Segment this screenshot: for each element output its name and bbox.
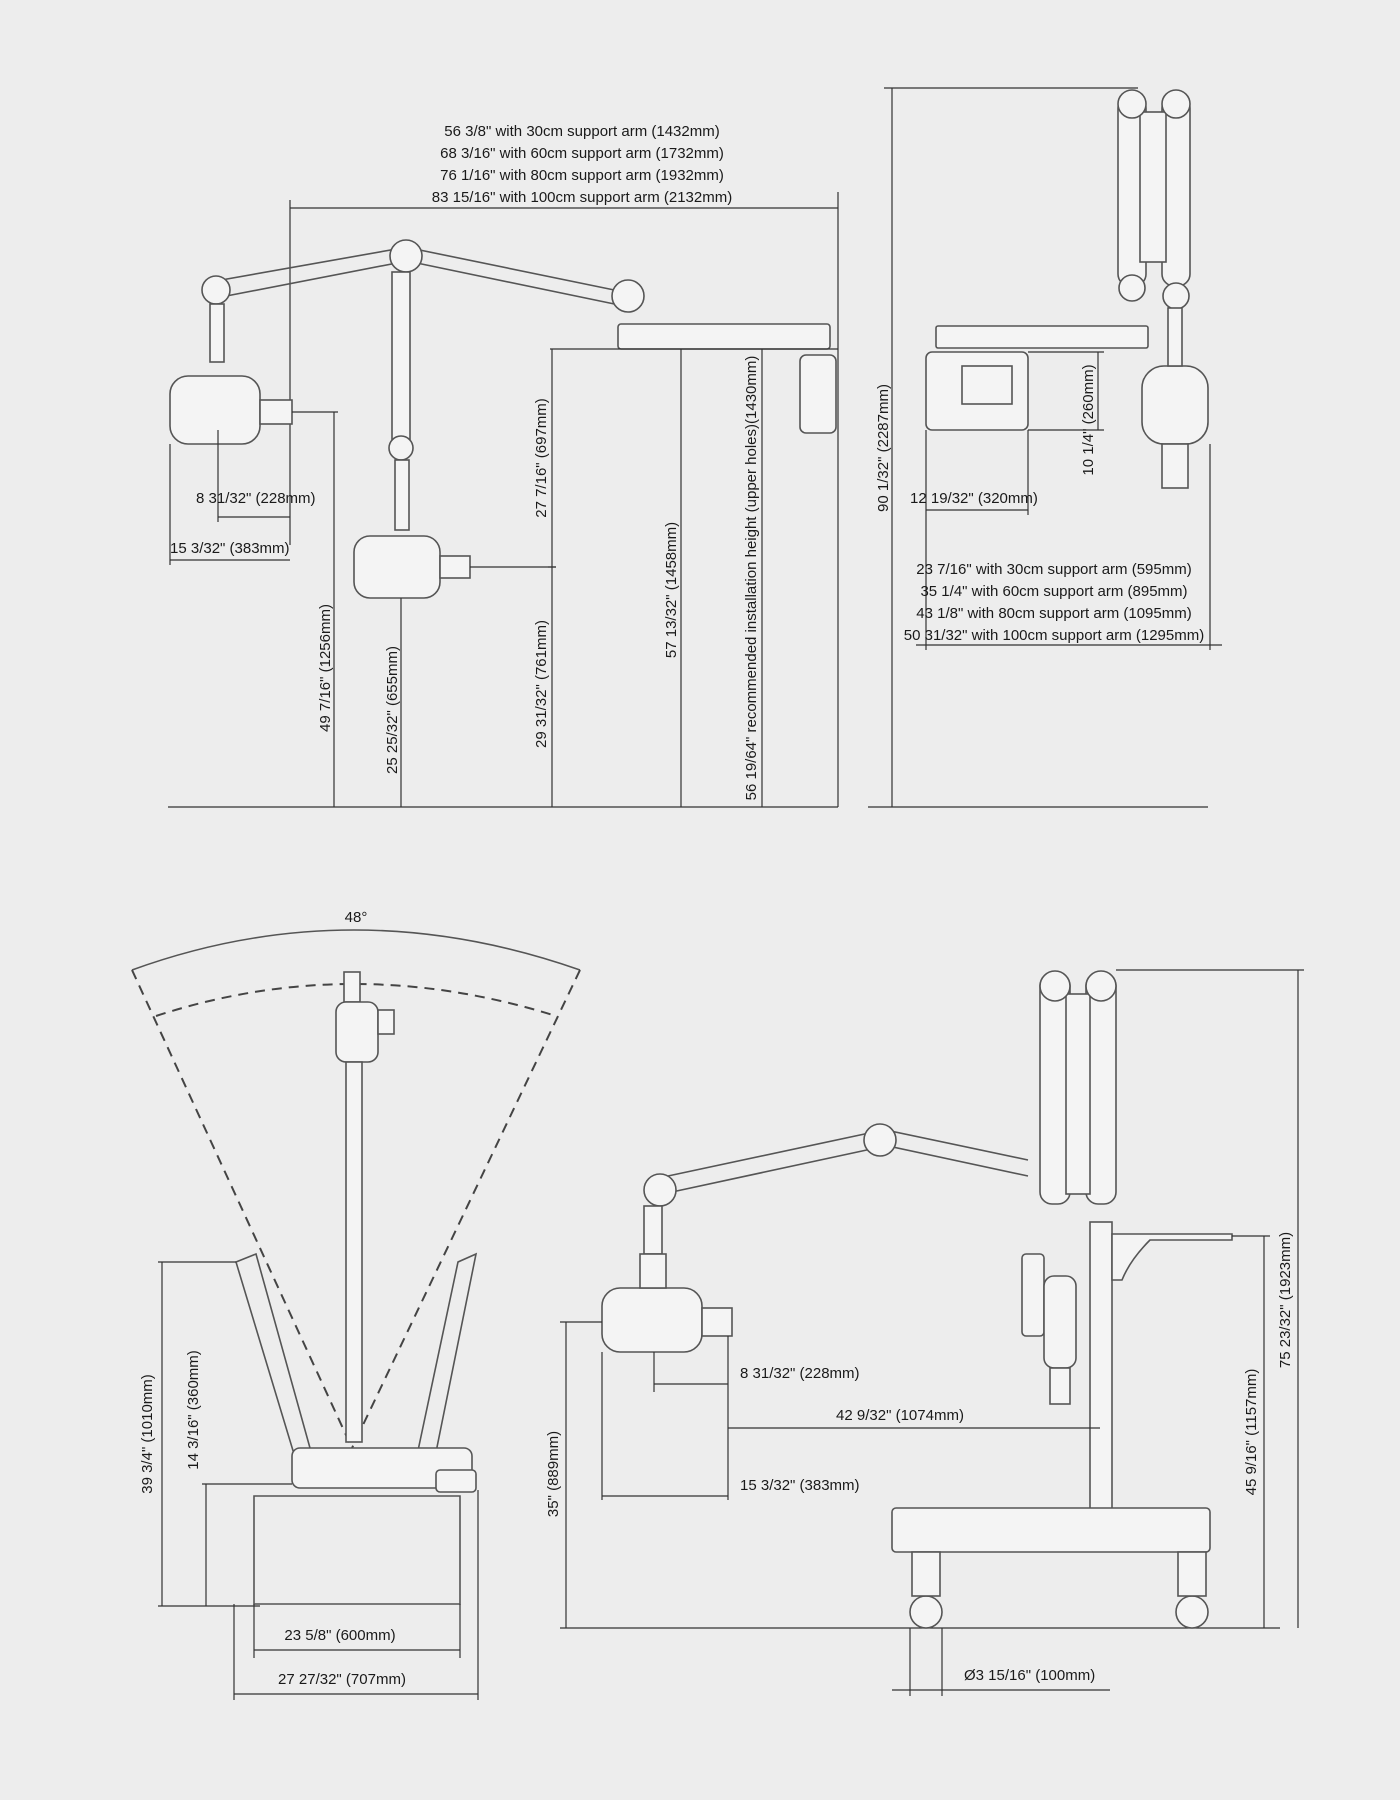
cone-collimator <box>439 555 471 579</box>
cone-collimator <box>259 399 293 425</box>
caster-mount <box>1177 1551 1207 1597</box>
label-box-width: 12 19/32" (320mm) <box>910 490 1038 507</box>
yoke <box>1167 307 1183 367</box>
arm-joint <box>1085 970 1117 1002</box>
label-reach-100: 83 15/16" with 100cm support arm (2132mm… <box>432 189 732 206</box>
label-box-height: 10 1/4" (260mm) <box>1080 364 1097 475</box>
arm-joint <box>388 435 414 461</box>
label-head-long: 15 3/32" (383mm) <box>170 540 290 557</box>
tube-head <box>353 535 441 599</box>
tube-head <box>601 1287 703 1353</box>
support-leg-right <box>415 1252 478 1463</box>
arm-joint <box>389 239 423 273</box>
shelf <box>1111 1233 1233 1281</box>
yoke <box>209 303 225 363</box>
wall-mount-front-view: 8 31/32" (228mm) 15 3/32" (383mm) 49 7/1… <box>168 123 839 808</box>
caster-wheel <box>909 1595 943 1629</box>
label-head-short: 8 31/32" (228mm) <box>740 1365 860 1382</box>
support-leg-left <box>235 1252 311 1456</box>
mobile-stand-view: 8 31/32" (228mm) 42 9/32" (1074mm) 15 3/… <box>545 969 1304 1696</box>
horizontal-arm-right <box>409 247 625 307</box>
label-arm-lower: 29 31/32" (761mm) <box>533 620 550 748</box>
arm-joint <box>643 1173 677 1207</box>
swing-arc-inner <box>155 983 557 1017</box>
arm-joint <box>1118 274 1146 302</box>
horizontal-arm-left <box>667 1131 877 1193</box>
caster-wheel <box>1175 1595 1209 1629</box>
arm-joint <box>611 279 645 313</box>
label-height-head: 35" (889mm) <box>545 1431 562 1517</box>
wall-bracket <box>935 325 1149 349</box>
horizontal-arm-left <box>209 247 403 299</box>
tube-head <box>1043 1275 1077 1369</box>
arm-joint <box>1162 282 1190 310</box>
label-reach: 42 9/32" (1074mm) <box>836 1407 964 1424</box>
tube-head <box>335 1001 379 1063</box>
label-head-short: 8 31/32" (228mm) <box>196 490 316 507</box>
label-angle: 48° <box>345 909 368 926</box>
control-handle <box>435 1469 477 1493</box>
vertical-arm-link <box>1139 111 1167 263</box>
label-bracket-height: 57 13/32" (1458mm) <box>663 522 680 658</box>
head-mount <box>639 1253 667 1289</box>
arm-joint <box>201 275 231 305</box>
wall-bracket <box>617 323 831 350</box>
caster-mount <box>911 1551 941 1597</box>
tube-head <box>169 375 261 445</box>
label-depth-60: 35 1/4" with 60cm support arm (895mm) <box>920 583 1187 600</box>
stand-column <box>1089 1221 1113 1523</box>
wall-control-box <box>799 354 837 434</box>
label-depth-30: 23 7/16" with 30cm support arm (595mm) <box>916 561 1191 578</box>
tube-head <box>1141 365 1209 445</box>
arm-joint <box>863 1123 897 1157</box>
label-height-step: 14 3/16" (360mm) <box>185 1350 202 1470</box>
label-depth-80: 43 1/8" with 80cm support arm (1095mm) <box>916 605 1191 622</box>
label-width-outer: 27 27/32" (707mm) <box>278 1671 406 1688</box>
label-total-height: 90 1/32" (2287mm) <box>875 384 892 512</box>
rotation-view: 48° 39 3/4" (1010mm) 14 3/16" (360mm) 23… <box>131 909 581 1700</box>
swing-limit-left <box>131 969 353 1449</box>
label-depth-100: 50 31/32" with 100cm support arm (1295mm… <box>904 627 1204 644</box>
vertical-column <box>345 1061 363 1443</box>
cone-collimator <box>377 1009 395 1035</box>
cone-collimator <box>701 1307 733 1337</box>
swing-limit-right <box>351 969 581 1449</box>
label-height-low-head: 25 25/32" (655mm) <box>384 646 401 774</box>
yoke <box>643 1205 663 1255</box>
cone-collimator <box>1161 443 1189 489</box>
mobile-base <box>891 1507 1211 1553</box>
label-height-left: 49 7/16" (1256mm) <box>317 604 334 732</box>
cone-collimator <box>1049 1367 1071 1405</box>
base-bracket <box>291 1447 473 1489</box>
label-height-mid: 45 9/16" (1157mm) <box>1243 1369 1260 1496</box>
label-reach-60: 68 3/16" with 60cm support arm (1732mm) <box>440 145 724 162</box>
horizontal-arm-right <box>885 1129 1029 1177</box>
label-head-long: 15 3/32" (383mm) <box>740 1477 860 1494</box>
yoke <box>394 459 410 531</box>
arm-joint <box>1039 970 1071 1002</box>
label-reach-30: 56 3/8" with 30cm support arm (1432mm) <box>444 123 719 140</box>
label-wheel: Ø3 15/16" (100mm) <box>964 1667 1095 1684</box>
wall-mount-side-view: 10 1/4" (260mm) 12 19/32" (320mm) 23 7/1… <box>868 87 1222 808</box>
label-arm-drop: 27 7/16" (697mm) <box>533 398 550 518</box>
swing-arc-outer <box>131 929 581 971</box>
control-panel <box>961 365 1013 405</box>
label-width-inner: 23 5/8" (600mm) <box>284 1627 395 1644</box>
label-height-base: 39 3/4" (1010mm) <box>139 1374 156 1494</box>
label-install-height: 56 19/64" recommended installation heigh… <box>743 356 760 801</box>
head-mount <box>343 971 361 1003</box>
arm-joint <box>1117 89 1147 119</box>
label-height-total: 75 23/32" (1923mm) <box>1277 1232 1294 1368</box>
vertical-arm <box>391 271 411 443</box>
head-holder <box>1021 1253 1045 1337</box>
label-reach-80: 76 1/16" with 80cm support arm (1932mm) <box>440 167 724 184</box>
base-box <box>253 1495 461 1605</box>
vertical-arm-link <box>1065 993 1091 1195</box>
arm-joint <box>1161 89 1191 119</box>
